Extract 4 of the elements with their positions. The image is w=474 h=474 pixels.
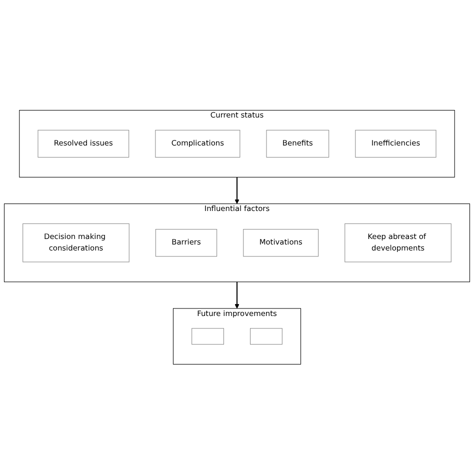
arrow <box>234 282 240 308</box>
arrow <box>234 176 240 204</box>
node-box <box>192 328 224 344</box>
node-box <box>250 328 282 344</box>
